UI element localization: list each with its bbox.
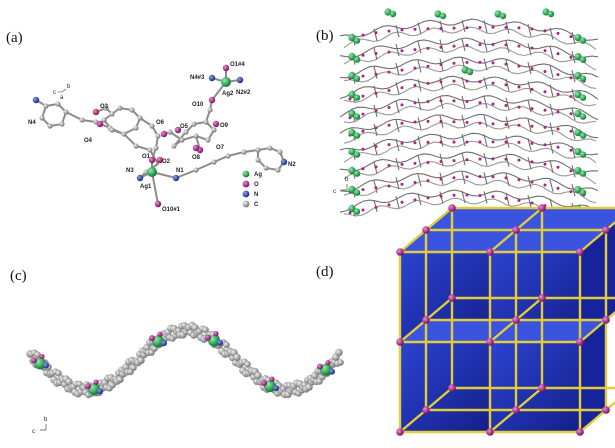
legend-label-ag: Ag — [254, 172, 262, 178]
panel-b-letter: (b) — [316, 28, 334, 44]
topology-frame-edges — [398, 206, 615, 434]
packing-framework-bonds — [339, 18, 599, 221]
legend-label-n: N — [254, 192, 258, 198]
panel-a-axis-glyph: c b a — [53, 84, 71, 101]
panel-a: (a) — [6, 30, 296, 213]
panel-c-helical-chain — [26, 321, 344, 399]
chain-metal-nodes — [31, 331, 335, 396]
panel-a-axis-a: a — [60, 95, 64, 101]
legend-label-o: O — [254, 182, 259, 188]
panel-b: (b) b c — [316, 8, 599, 221]
label-n3: N3 — [126, 168, 134, 174]
panel-b-axis-glyph: b c — [333, 177, 349, 195]
label-o7: O7 — [216, 145, 225, 151]
label-o1: O1 — [142, 154, 151, 160]
panel-c-axis-c: c — [32, 429, 35, 435]
label-o10: O10 — [192, 102, 204, 108]
label-n2-2: N2#2 — [236, 90, 251, 96]
label-ag2: Ag2 — [222, 91, 234, 97]
panel-b-packing-network — [339, 8, 599, 221]
label-o9: O9 — [220, 123, 229, 129]
panel-a-axis-b: b — [67, 84, 71, 90]
label-n4: N4 — [28, 120, 36, 126]
panel-c-axis-b: b — [44, 417, 48, 423]
label-o10-1: O10#1 — [162, 207, 181, 213]
panel-a-silver-atoms — [147, 77, 231, 177]
label-o1-4: O1#4 — [230, 62, 245, 68]
panel-d: (d) — [316, 204, 615, 436]
panel-a-nitrogen-atoms — [32, 74, 288, 182]
label-n2: N2 — [288, 162, 296, 168]
legend-swatch-n — [242, 190, 250, 198]
packing-atoms — [348, 8, 587, 215]
label-o5: O5 — [180, 124, 189, 130]
chain-carbon-beads — [26, 321, 344, 399]
label-o4: O4 — [84, 138, 93, 144]
panel-c-letter: (c) — [10, 268, 27, 284]
label-o8: O8 — [192, 155, 201, 161]
panel-c: (c) b c — [10, 268, 344, 435]
label-o2: O2 — [162, 159, 171, 165]
label-o6: O6 — [156, 120, 165, 126]
panel-a-letter: (a) — [6, 30, 23, 46]
panel-a-carbon-atoms — [39, 101, 283, 175]
label-n1: N1 — [176, 168, 184, 174]
panel-a-oxygen-atoms — [92, 64, 230, 208]
legend-swatch-o — [242, 180, 250, 188]
legend-swatch-ag — [242, 170, 250, 178]
panel-b-axis-b: b — [345, 177, 349, 183]
label-o3: O3 — [100, 104, 109, 110]
legend-label-c: C — [254, 202, 259, 208]
panel-d-letter: (d) — [316, 264, 334, 280]
legend-swatch-c — [242, 200, 250, 208]
topology-nodes — [396, 204, 610, 436]
panel-c-axis-glyph: b c — [32, 417, 48, 435]
panel-a-atom-labels: O1#4 N4#3 Ag2 N2#2 O10 O3 O6 O5 O9 N4 O4… — [28, 62, 296, 213]
label-n4-3: N4#3 — [190, 75, 205, 81]
panel-a-axis-c: c — [53, 90, 56, 96]
panel-d-cube-topology — [396, 204, 615, 436]
panel-b-axis-c: c — [333, 189, 336, 195]
label-ag1: Ag1 — [140, 184, 152, 190]
